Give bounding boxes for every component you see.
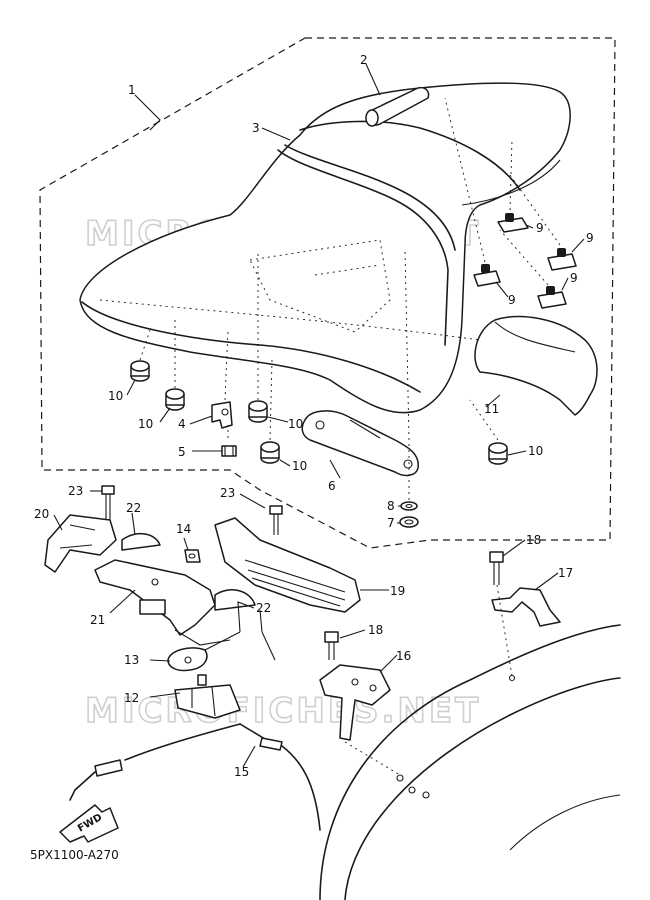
grab-handle-17: [491, 587, 561, 627]
callout-22-a: 22: [126, 501, 141, 515]
pad-22-b: [214, 589, 256, 611]
callout-19: 19: [390, 584, 405, 598]
bolt-23-b: [269, 505, 283, 535]
callout-6: 6: [328, 479, 336, 493]
rear-fender: [319, 584, 621, 900]
callout-3: 3: [252, 121, 260, 135]
bracket-20: [44, 514, 117, 573]
seat: [79, 82, 571, 414]
bracket-16: [319, 664, 391, 741]
bolt-18-b: [489, 551, 504, 585]
callout-16: 16: [396, 649, 411, 663]
pad-22-a: [121, 533, 161, 551]
nut-14: [184, 549, 201, 563]
callout-15: 15: [234, 765, 249, 779]
assembly-guide-lines: [139, 97, 561, 500]
callout-9-d: 9: [570, 271, 578, 285]
damper-10-a: [130, 360, 150, 382]
callout-9-b: 9: [586, 231, 594, 245]
clip-9-c: [473, 264, 501, 287]
callout-10-c: 10: [288, 417, 303, 431]
nut-5: [221, 445, 237, 457]
callout-10-b: 10: [138, 417, 153, 431]
seat-cover-piece: [474, 315, 598, 416]
diagram-code: 5PX1100-A270: [30, 848, 119, 862]
seat-assembly-boundary: [39, 37, 616, 549]
callout-4: 4: [178, 417, 186, 431]
grab-strap: [365, 86, 430, 127]
callout-11: 11: [484, 402, 499, 416]
callout-10-e: 10: [528, 444, 543, 458]
callout-9-c: 9: [508, 293, 516, 307]
callout-21: 21: [90, 613, 105, 627]
washer-8: [400, 501, 418, 511]
damper-10-c: [248, 400, 268, 423]
callout-14: 14: [176, 522, 191, 536]
lock-12: [174, 674, 241, 719]
plate-13: [167, 647, 208, 672]
plate-21: [94, 559, 231, 646]
callout-7: 7: [387, 516, 395, 530]
bolt-23-a: [101, 485, 115, 520]
callout-10-d: 10: [292, 459, 307, 473]
callout-10-a: 10: [108, 389, 123, 403]
damper-10-b: [165, 388, 185, 411]
callout-23-b: 23: [220, 486, 235, 500]
callout-22-b: 22: [256, 601, 271, 615]
callout-18-a: 18: [368, 623, 383, 637]
callout-9-a: 9: [536, 221, 544, 235]
callout-23-a: 23: [68, 484, 83, 498]
watermark-bottom: MICROFICHES.NET: [85, 691, 481, 731]
side-cover-19: [214, 517, 361, 613]
callout-labels: 1 2 3 4 5 6 7 8 9 9 9 9 10 10 10 10 10 1…: [34, 53, 594, 779]
nut-7: [399, 516, 419, 528]
callout-20: 20: [34, 507, 49, 521]
bolt-18-a: [324, 631, 339, 660]
callout-18-b: 18: [526, 533, 541, 547]
callout-5: 5: [178, 445, 186, 459]
damper-10-d: [260, 441, 280, 464]
fwd-arrow-icon: FWD: [59, 804, 119, 843]
clip-9-a: [497, 213, 529, 233]
clip-9-d: [537, 286, 567, 309]
callout-2: 2: [360, 53, 368, 67]
bracket-4: [211, 401, 233, 429]
callout-1: 1: [128, 83, 136, 97]
callout-8: 8: [387, 499, 395, 513]
clip-9-b: [547, 248, 577, 271]
callout-12: 12: [124, 691, 139, 705]
damper-10-e: [488, 442, 508, 465]
leader-lines: [53, 63, 585, 768]
callout-13: 13: [124, 653, 139, 667]
callout-17: 17: [558, 566, 573, 580]
seat-bracket-6: [301, 410, 419, 477]
cable-15: [69, 723, 321, 831]
